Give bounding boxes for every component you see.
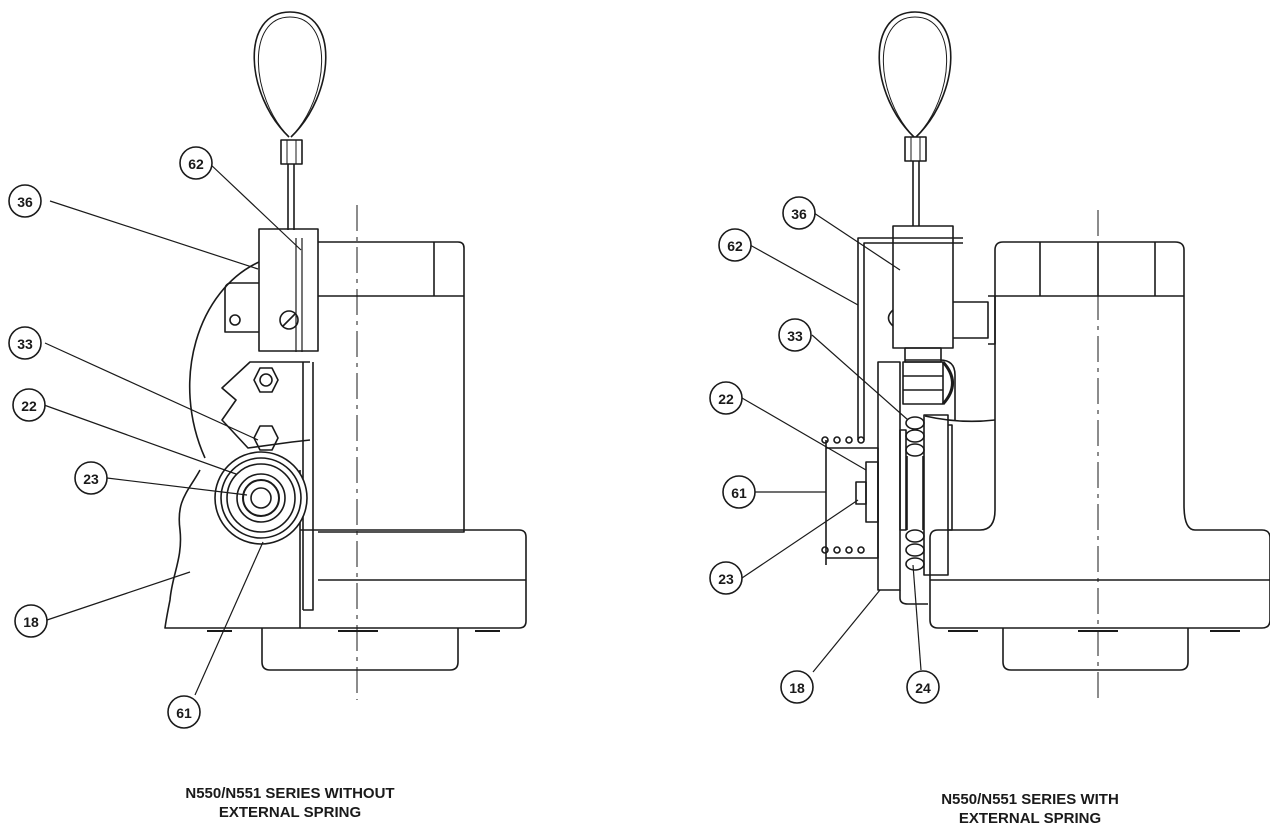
left-leader-lines: [43, 162, 302, 696]
svg-text:22: 22: [21, 398, 37, 414]
callout-right-62: 62: [718, 228, 752, 262]
svg-text:61: 61: [731, 485, 747, 501]
right-spring-coils: [905, 416, 925, 571]
left-hex-nut-lower: [253, 425, 279, 451]
left-lanyard-loop: [253, 11, 327, 138]
caption-right-line-1: N550/N551 SERIES WITH: [941, 791, 1119, 808]
svg-text:18: 18: [789, 680, 805, 696]
right-lanyard-loop: [878, 11, 952, 138]
right-body-upper: [929, 241, 1270, 629]
svg-text:33: 33: [787, 328, 803, 344]
callout-right-22: 22: [709, 381, 743, 415]
svg-text:36: 36: [791, 206, 807, 222]
svg-text:18: 18: [23, 614, 39, 630]
left-hex-nut-upper: [253, 367, 279, 393]
right-bottom-boss: [1002, 628, 1189, 671]
caption-right-line-2: EXTERNAL SPRING: [958, 810, 1102, 827]
right-bushing: [865, 461, 879, 523]
right-spring-housing: [825, 440, 879, 565]
svg-text:23: 23: [83, 471, 99, 487]
right-actuator-block: [892, 225, 954, 349]
callout-left-36: 36: [8, 184, 42, 218]
svg-text:23: 23: [718, 571, 734, 587]
caption-left: N550/N551 SERIES WITHOUT EXTERNAL SPRING: [90, 784, 490, 822]
callout-right-61: 61: [722, 475, 756, 509]
right-ferrule: [904, 136, 927, 162]
callout-left-22: 22: [12, 388, 46, 422]
caption-left-line-1: N550/N551 SERIES WITHOUT: [185, 785, 395, 802]
left-view: [43, 11, 527, 700]
callout-left-61: 61: [167, 695, 201, 729]
left-lever-plate: [221, 361, 311, 449]
svg-text:36: 36: [17, 194, 33, 210]
left-callouts: 62 36 33 22 23 18 61: [8, 146, 213, 729]
svg-text:62: 62: [727, 238, 743, 254]
callout-left-18: 18: [14, 604, 48, 638]
svg-text:22: 22: [718, 391, 734, 407]
left-lanyard-loop-inner: [257, 16, 323, 138]
svg-text:61: 61: [176, 705, 192, 721]
callout-right-36: 36: [782, 196, 816, 230]
left-ferrule: [280, 139, 303, 165]
callout-right-33: 33: [778, 318, 812, 352]
right-leader-lines: [741, 212, 922, 673]
left-cam-arc: [188, 261, 260, 459]
right-callouts: 36 62 33 22 61 23 18 24: [709, 196, 940, 704]
callout-left-62: 62: [179, 146, 213, 180]
callout-right-24: 24: [906, 670, 940, 704]
callout-left-33: 33: [8, 326, 42, 360]
svg-text:62: 62: [188, 156, 204, 172]
left-base-flange: [300, 529, 527, 629]
left-roller-outer: [214, 451, 308, 545]
callout-right-23: 23: [709, 561, 743, 595]
right-hex-nut: [902, 361, 944, 405]
caption-right: N550/N551 SERIES WITH EXTERNAL SPRING: [830, 790, 1230, 828]
svg-text:24: 24: [915, 680, 931, 696]
left-body-upper: [318, 241, 465, 533]
caption-left-line-2: EXTERNAL SPRING: [218, 804, 362, 821]
right-external-coils: [821, 436, 865, 554]
right-pin: [857, 237, 963, 440]
left-actuator-block: [258, 228, 319, 352]
svg-text:33: 33: [17, 336, 33, 352]
right-mount-bracket: [905, 359, 956, 420]
left-broken-section: [164, 469, 301, 629]
callout-left-23: 23: [74, 461, 108, 495]
left-bottom-boss: [261, 628, 459, 671]
left-screw: [279, 310, 299, 330]
right-view: [741, 11, 1270, 700]
callout-right-18: 18: [780, 670, 814, 704]
